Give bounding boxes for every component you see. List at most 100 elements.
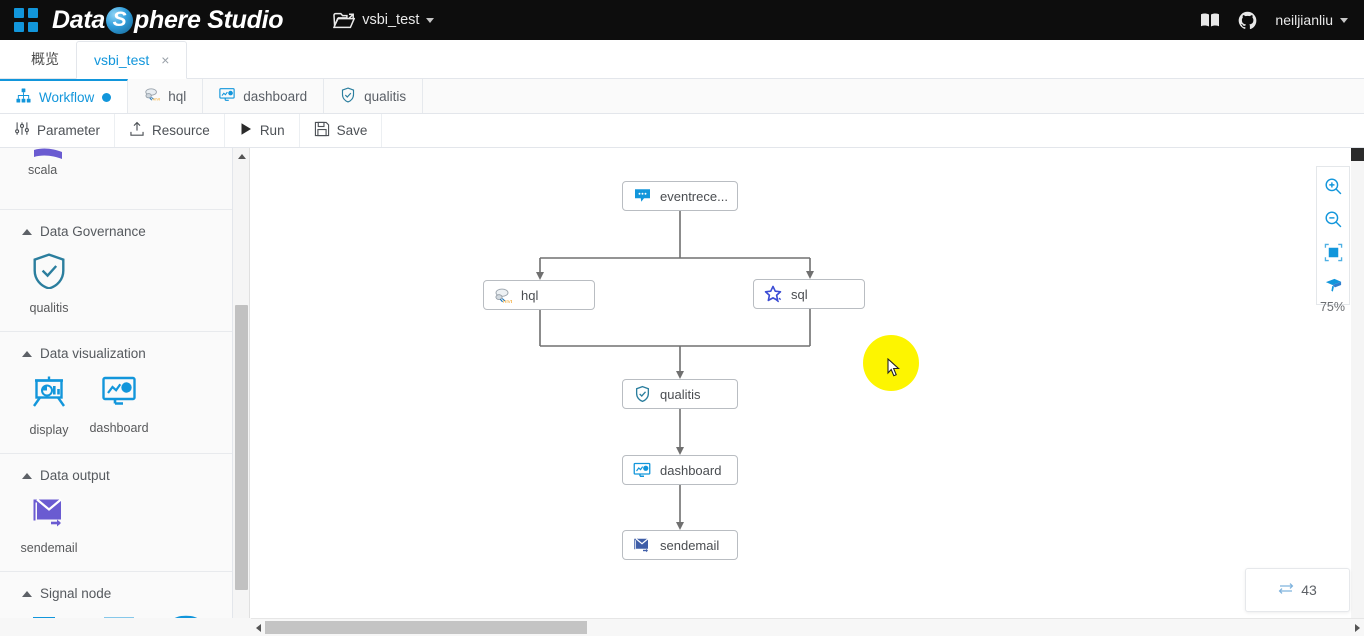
chevron-down-icon bbox=[426, 17, 435, 23]
workflow-node-qualitis[interactable]: qualitis bbox=[622, 379, 738, 409]
unsaved-dot-indicator bbox=[102, 92, 112, 102]
palette-item-sendemail[interactable]: sendemail bbox=[14, 491, 84, 561]
bottom-left-filler bbox=[0, 618, 251, 636]
floppy-save-icon bbox=[314, 121, 330, 140]
node-label: sendemail bbox=[660, 537, 720, 553]
toolbar-label: Run bbox=[259, 123, 285, 138]
shield-check-icon bbox=[340, 86, 356, 106]
palette-item-dashboard[interactable]: dashboard bbox=[84, 369, 154, 443]
project-selector[interactable]: vsbi_test bbox=[333, 12, 435, 29]
canvas-vertical-scrollbar[interactable] bbox=[1351, 148, 1364, 618]
book-icon[interactable] bbox=[1200, 12, 1220, 28]
sub-tab-label: hql bbox=[168, 88, 187, 104]
workflow-sub-tab-bar: Workflow HIVE hql bbox=[0, 79, 1364, 114]
logo-sphere-ball: S bbox=[106, 6, 133, 34]
palette-item-display[interactable]: display bbox=[14, 369, 84, 443]
workflow-node-hql[interactable]: HIVE hql bbox=[483, 280, 595, 310]
exchange-arrows-icon bbox=[1278, 582, 1294, 598]
close-icon[interactable]: × bbox=[161, 52, 170, 68]
svg-text:HIVE: HIVE bbox=[153, 97, 161, 102]
fit-to-screen-icon[interactable] bbox=[1320, 239, 1346, 265]
node-palette-sidebar[interactable]: scala Data Governance qualitis bbox=[0, 148, 233, 636]
logo-text-part1: Data bbox=[52, 5, 105, 34]
sub-tab-label: qualitis bbox=[364, 88, 407, 104]
node-label: eventrece... bbox=[660, 188, 728, 204]
zoom-out-icon[interactable] bbox=[1320, 206, 1346, 232]
svg-text:HIVE: HIVE bbox=[503, 298, 512, 303]
sitemap-icon bbox=[16, 88, 31, 106]
tab-vsbi-test[interactable]: vsbi_test × bbox=[76, 41, 188, 79]
toolbar-label: Save bbox=[336, 123, 368, 138]
workflow-toolbar: Parameter Resource Run bbox=[0, 114, 1364, 148]
palette-item-label: qualitis bbox=[29, 301, 69, 315]
github-icon[interactable] bbox=[1238, 11, 1257, 30]
canvas-horizontal-scrollbar-thumb[interactable] bbox=[265, 621, 587, 634]
hive-icon: HIVE bbox=[144, 87, 162, 105]
user-menu[interactable]: neiljianliu bbox=[1275, 12, 1348, 28]
workflow-edges bbox=[536, 211, 814, 530]
workflow-canvas[interactable]: eventrece... HIVE hql sql bbox=[251, 148, 1364, 618]
triangle-up-icon bbox=[22, 472, 32, 479]
workflow-node-eventreceiver[interactable]: eventrece... bbox=[622, 181, 738, 211]
canvas-vertical-scrollbar-thumb[interactable] bbox=[1351, 148, 1364, 161]
tab-hql[interactable]: HIVE hql bbox=[128, 79, 204, 113]
project-tab-bar: 概览 vsbi_test × bbox=[0, 40, 1364, 79]
sub-tab-label: Workflow bbox=[39, 89, 95, 105]
tab-workflow[interactable]: Workflow bbox=[0, 79, 129, 113]
sidebar-scrollbar-thumb[interactable] bbox=[235, 305, 248, 590]
mail-send-icon bbox=[633, 536, 651, 554]
workflow-node-sendemail[interactable]: sendemail bbox=[622, 530, 738, 560]
palette-item-label: display bbox=[29, 423, 69, 437]
scroll-left-arrow-icon[interactable] bbox=[251, 619, 265, 636]
tab-label: vsbi_test bbox=[94, 52, 150, 68]
palette-group-header[interactable]: Signal node bbox=[0, 572, 232, 609]
tab-overview[interactable]: 概览 bbox=[14, 40, 76, 78]
palette-group-title: Signal node bbox=[40, 586, 112, 601]
scroll-up-arrow-icon[interactable] bbox=[233, 148, 250, 165]
palette-group-data-visualization: Data visualization bbox=[0, 332, 232, 454]
node-count-chip[interactable]: 43 bbox=[1245, 568, 1350, 612]
sub-tab-label: dashboard bbox=[243, 88, 308, 104]
palette-item-label: scala bbox=[28, 163, 58, 177]
header-actions: neiljianliu bbox=[1200, 11, 1364, 30]
palette-group-header[interactable]: Data output bbox=[0, 454, 232, 491]
format-brush-icon[interactable] bbox=[1320, 272, 1346, 298]
folder-open-icon bbox=[333, 12, 356, 29]
save-button[interactable]: Save bbox=[300, 114, 383, 147]
run-button[interactable]: Run bbox=[225, 114, 300, 147]
scroll-right-arrow-icon[interactable] bbox=[1350, 619, 1364, 636]
workflow-node-sql[interactable]: sql bbox=[753, 279, 865, 309]
logo-text-part2: phere Studio bbox=[134, 5, 284, 34]
spark-star-icon bbox=[764, 285, 782, 303]
parameter-button[interactable]: Parameter bbox=[0, 114, 116, 147]
sidebar-scrollbar[interactable] bbox=[233, 148, 250, 636]
palette-item-label: dashboard bbox=[89, 421, 149, 435]
toolbar-label: Resource bbox=[152, 123, 210, 138]
dashboard-icon bbox=[219, 87, 235, 105]
tab-qualitis[interactable]: qualitis bbox=[324, 79, 424, 113]
palette-group-title: Data output bbox=[40, 468, 110, 483]
monitor-chart-icon bbox=[633, 461, 651, 479]
sliders-icon bbox=[14, 121, 30, 140]
triangle-up-icon bbox=[22, 350, 32, 357]
tab-dashboard[interactable]: dashboard bbox=[203, 79, 325, 113]
palette-group-header[interactable]: Data Governance bbox=[0, 210, 232, 247]
resource-button[interactable]: Resource bbox=[115, 114, 225, 147]
workflow-node-dashboard[interactable]: dashboard bbox=[622, 455, 738, 485]
palette-item-scala-partial[interactable]: scala bbox=[0, 148, 232, 210]
node-label: hql bbox=[521, 287, 539, 303]
palette-item-qualitis[interactable]: qualitis bbox=[14, 247, 84, 321]
grid-apps-icon[interactable] bbox=[14, 8, 38, 32]
palette-group-header[interactable]: Data visualization bbox=[0, 332, 232, 369]
speech-bubble-icon bbox=[633, 187, 651, 205]
palette-group-data-output: Data output sendemail bbox=[0, 454, 232, 572]
toolbar-label: Parameter bbox=[37, 123, 101, 138]
chevron-down-icon bbox=[1340, 17, 1348, 23]
canvas-zoom-panel bbox=[1316, 166, 1350, 305]
triangle-up-icon bbox=[22, 228, 32, 235]
zoom-in-icon[interactable] bbox=[1320, 173, 1346, 199]
username-label: neiljianliu bbox=[1275, 12, 1333, 28]
canvas-horizontal-scrollbar[interactable] bbox=[251, 618, 1364, 636]
